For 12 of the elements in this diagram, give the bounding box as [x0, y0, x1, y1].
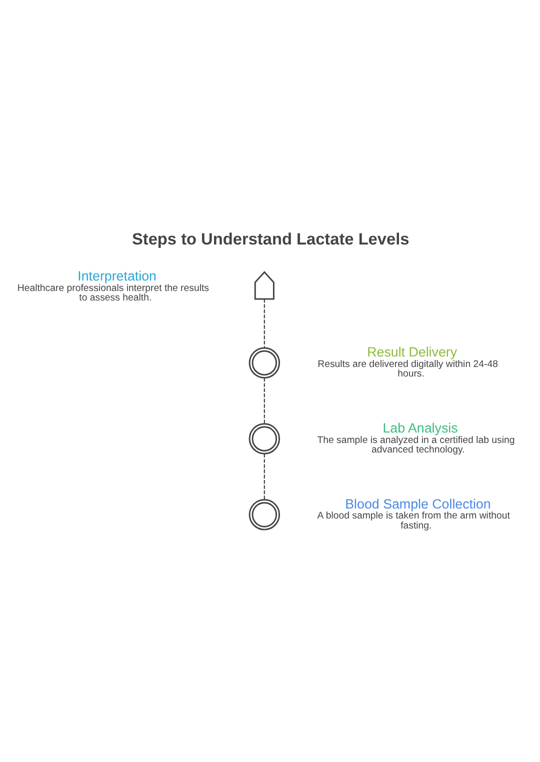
connector	[264, 453, 265, 500]
diagram-title: Steps to Understand Lactate Levels	[132, 230, 410, 248]
node-text: Blood Sample Collection A blood sample is taken from the arm without fasting.	[317, 496, 510, 531]
node-pin	[248, 346, 280, 378]
node-rocket	[254, 270, 274, 300]
node-pin	[248, 498, 280, 530]
node-text: Lab Analysis The sample is analyzed in a certified lab using advanced technology.	[317, 420, 515, 455]
connector	[264, 298, 265, 348]
node-text: Result Delivery Results are delivered digitally within 24-48 hours.	[318, 344, 498, 380]
node-text: Interpretation Healthcare professionals interpret the results to assess health.	[17, 268, 210, 304]
node-pin	[248, 422, 280, 454]
connector	[264, 378, 265, 424]
